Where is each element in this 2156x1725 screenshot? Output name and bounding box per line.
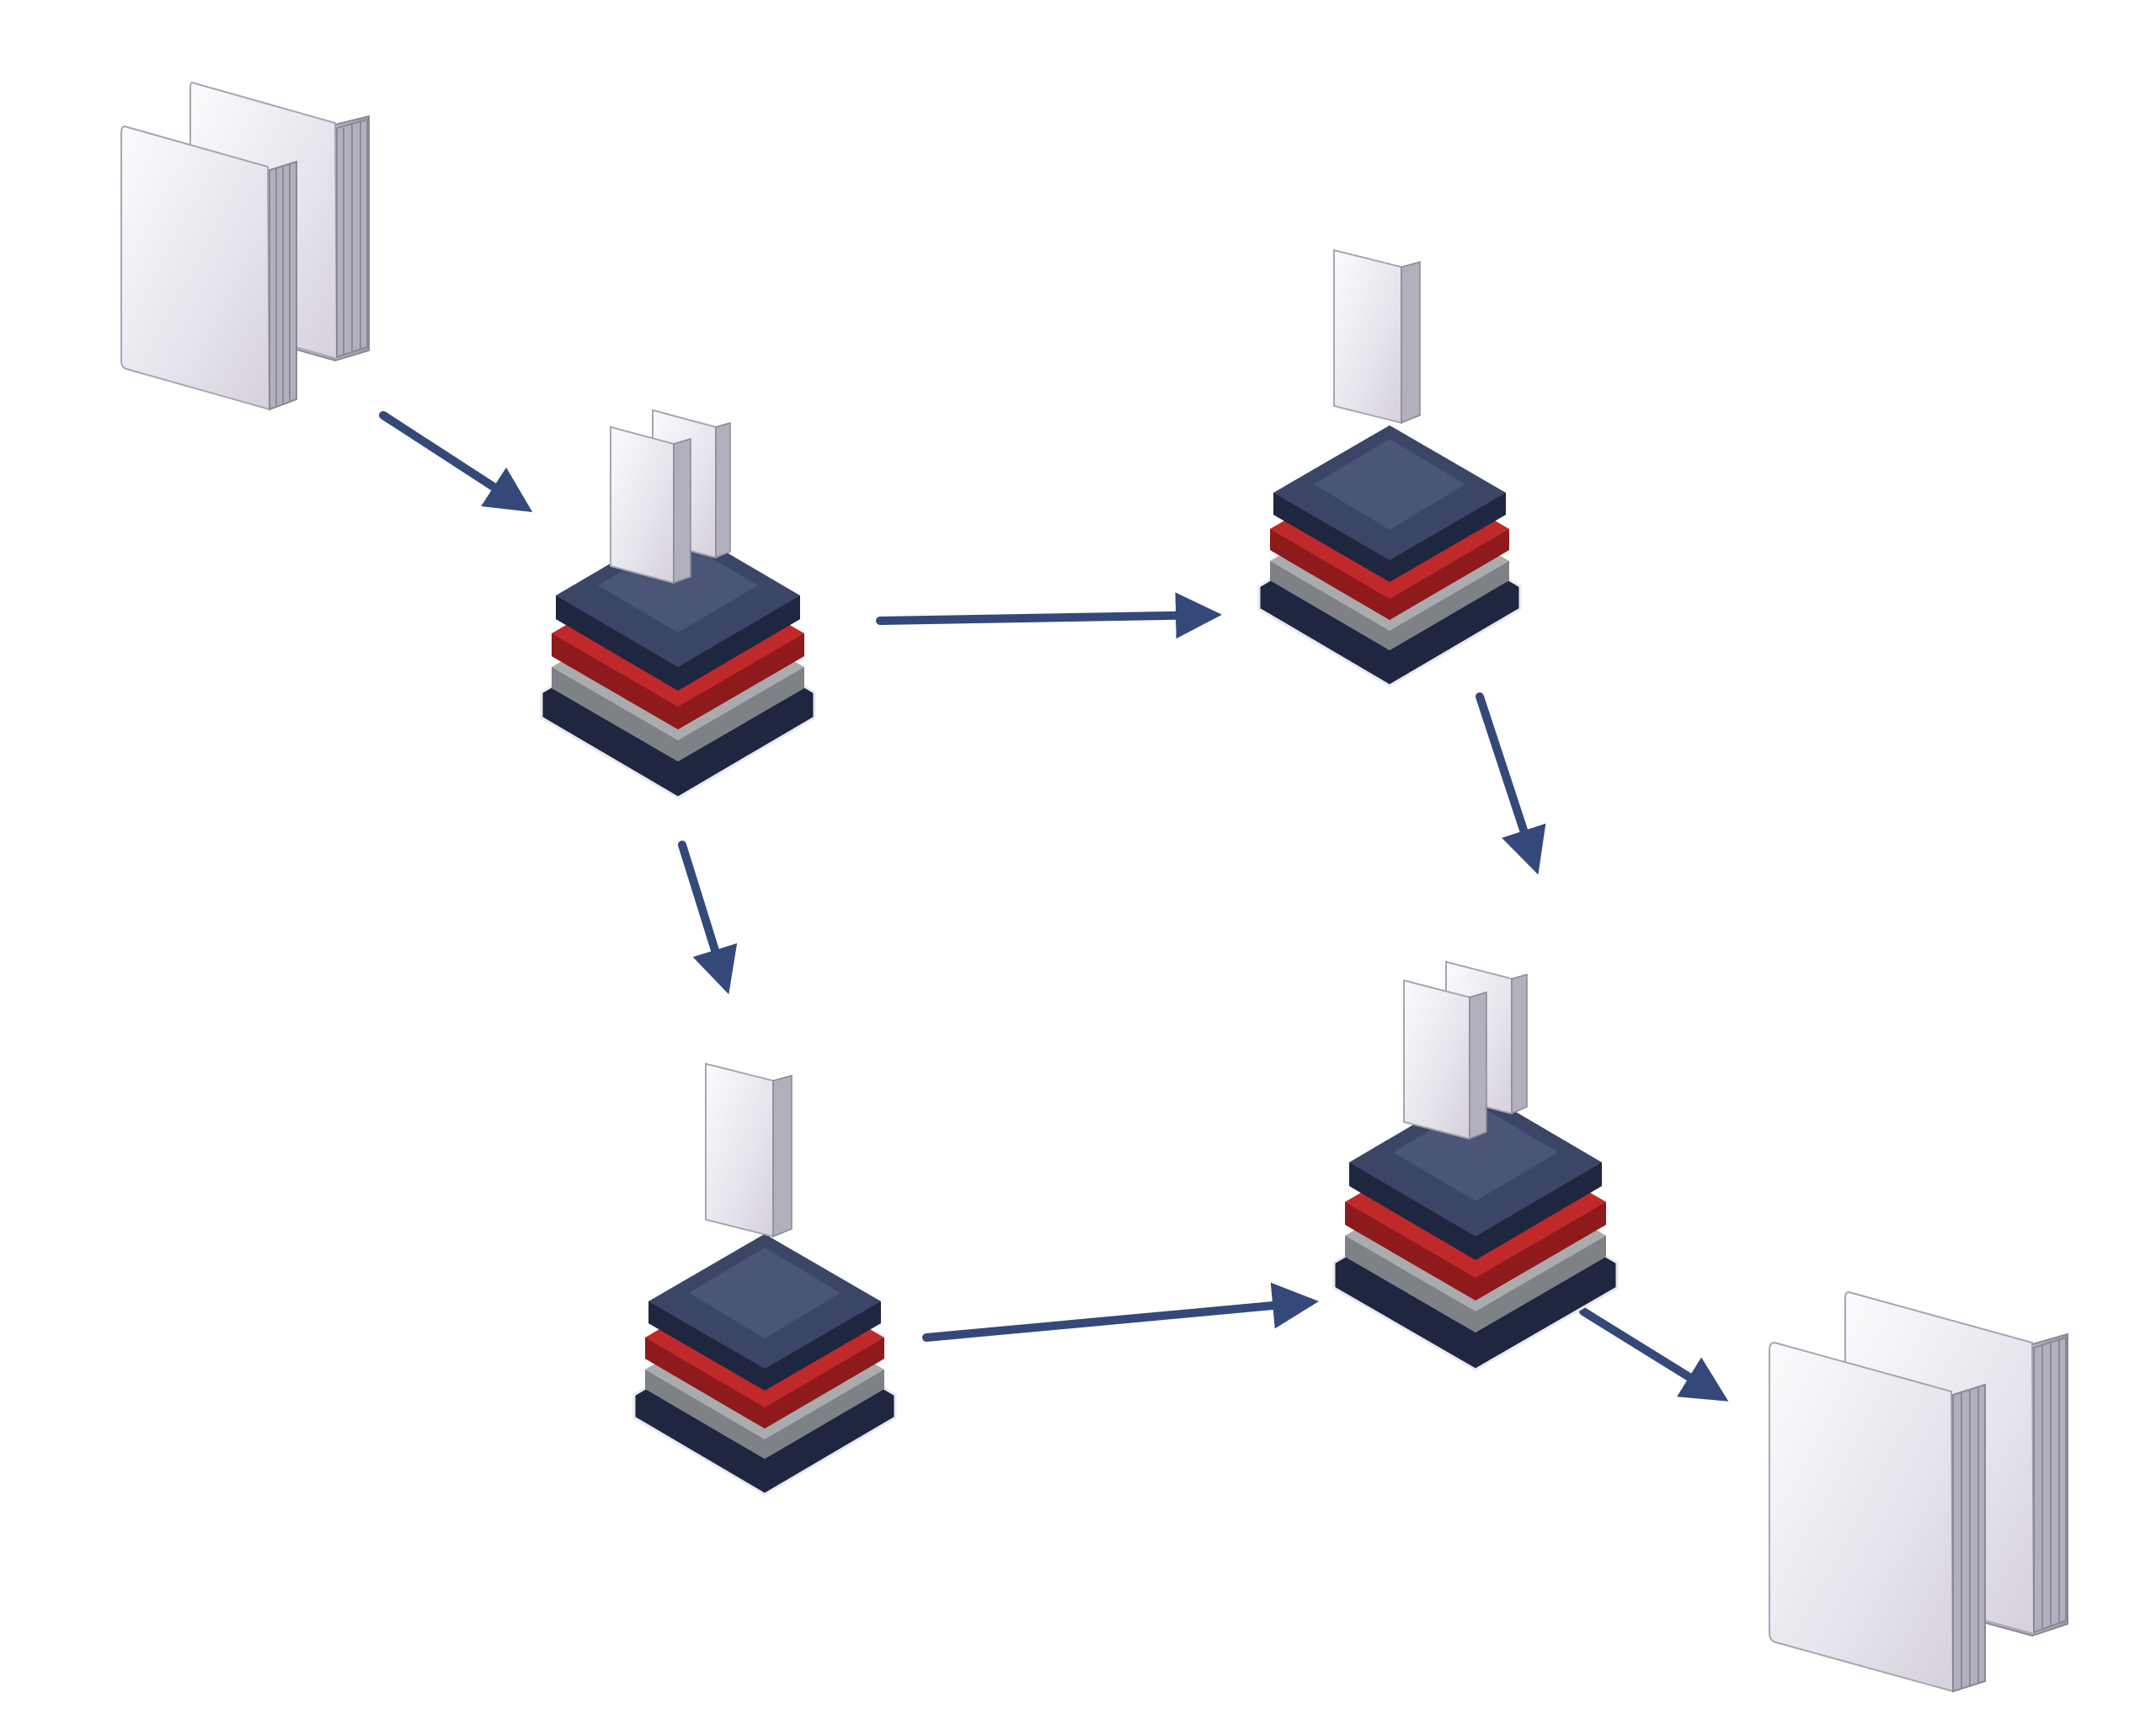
- edges: [379, 411, 1729, 1402]
- arrow-node-1-to-node-3: [678, 841, 738, 995]
- source-documents: [120, 81, 370, 411]
- arrow-node-2-to-node-4: [1476, 692, 1546, 875]
- server-stack-icon: [1332, 960, 1619, 1371]
- server-stack-icon: [1257, 248, 1522, 687]
- arrow-node-1-to-node-2: [876, 592, 1222, 639]
- node-2: [1257, 248, 1522, 687]
- node-4: [1332, 960, 1619, 1371]
- node-3: [632, 1062, 897, 1496]
- arrow-node-3-to-node-4: [922, 1282, 1319, 1342]
- folder-stack-icon: [120, 81, 370, 411]
- folder-stack-icon: [1769, 1290, 2068, 1693]
- server-stack-icon: [632, 1062, 897, 1496]
- node-1: [540, 409, 816, 799]
- arrow-node-4-to-output: [1579, 1307, 1729, 1402]
- arrow-source-to-node-1: [379, 411, 533, 512]
- server-stack-icon: [540, 409, 816, 799]
- output-documents: [1769, 1290, 2068, 1693]
